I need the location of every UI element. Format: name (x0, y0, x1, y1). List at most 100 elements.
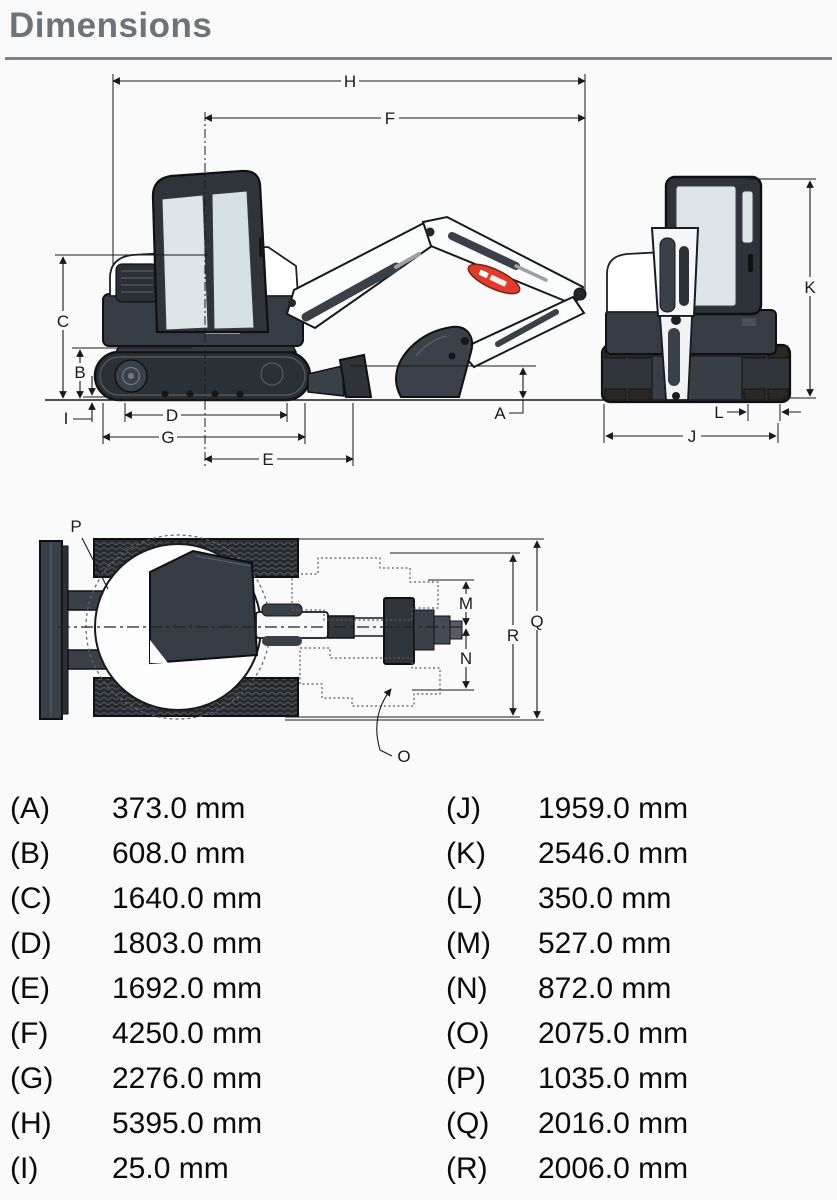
dimension-value: 2006.0 mm (538, 1151, 689, 1185)
dim-h: H (112, 71, 586, 298)
dim-label-q: Q (530, 612, 543, 631)
dim-b: B (71, 347, 192, 399)
dimension-value: 25.0 mm (112, 1151, 229, 1185)
table-row: (K) 2546.0 mm (446, 831, 831, 876)
dimension-value: 4250.0 mm (112, 1016, 263, 1050)
dimension-letter: (E) (10, 971, 50, 1005)
dim-label-o: O (397, 747, 410, 766)
dim-label-p: P (70, 517, 81, 536)
dim-n: N (457, 628, 475, 689)
dim-o: O (376, 688, 411, 766)
dimension-value: 2075.0 mm (538, 1016, 689, 1050)
table-row: (C)1640.0 mm (10, 876, 430, 921)
dim-label-j: J (688, 427, 697, 446)
dimensions-diagram: E50Z (39, 71, 819, 766)
page-title: Dimensions (9, 6, 213, 45)
dim-label-g: G (161, 428, 174, 447)
dim-label-d: D (166, 406, 178, 425)
dimension-value: 373.0 mm (112, 791, 246, 825)
dimension-value: 872.0 mm (538, 971, 672, 1005)
dim-r: R (504, 554, 522, 716)
dim-label-n: N (460, 649, 472, 668)
excavator-top-view (39, 534, 463, 720)
top-view-dimensions: M N R Q P O (70, 517, 546, 766)
dimension-letter: (D) (10, 926, 52, 960)
dimension-letter: (R) (446, 1151, 488, 1185)
dim-q: Q (528, 540, 546, 719)
bucket (395, 325, 473, 398)
table-row: (I) 25.0 mm (10, 1146, 430, 1191)
dimension-table-left-column: (A) 373.0 mm (B) 608.0 mm (C)1640.0 mm (D)… (10, 786, 430, 1191)
dim-label-a: A (494, 404, 506, 423)
dimension-letter: (F) (10, 1016, 49, 1050)
house-top-view (149, 549, 259, 665)
bobcat-logo-badge (467, 263, 521, 295)
dim-i: I (64, 376, 112, 428)
dim-m: M (457, 581, 475, 626)
table-row: (B) 608.0 mm (10, 831, 430, 876)
blade-arm-side (307, 365, 345, 397)
dimension-letter: (Q) (446, 1106, 490, 1140)
dimension-letter: (L) (446, 881, 483, 915)
table-row: (O) 2075.0 mm (446, 1011, 831, 1056)
table-row: (F) 4250.0 mm (10, 1011, 430, 1056)
table-row: (E)1692.0 mm (10, 966, 430, 1011)
dimension-letter: (P) (446, 1061, 486, 1095)
dimension-letter: (J) (446, 791, 481, 825)
dimension-value: 1803.0 mm (112, 926, 263, 960)
dimension-letter: (B) (10, 836, 50, 870)
dim-label-b: B (74, 363, 85, 382)
dim-label-m: M (459, 594, 473, 613)
side-view-dimensions: H F C B (45, 71, 612, 469)
dimension-value: 5395.0 mm (112, 1106, 263, 1140)
dim-label-f: F (385, 109, 395, 128)
dimension-letter: (N) (446, 971, 488, 1005)
dimension-letter: (C) (10, 881, 52, 915)
dim-label-i: I (64, 409, 69, 428)
dim-k: K (748, 178, 819, 399)
dimension-letter: (A) (10, 791, 50, 825)
dim-c: C (54, 254, 208, 399)
dim-d: D (124, 403, 288, 425)
dimension-value: 2276.0 mm (112, 1061, 263, 1095)
dimension-value: 608.0 mm (112, 836, 246, 870)
dimension-value: 2016.0 mm (538, 1106, 689, 1140)
attachment-outline-lower (299, 647, 441, 707)
table-row: (P)1035.0 mm (446, 1056, 831, 1101)
dim-label-r: R (507, 626, 519, 645)
dim-label-e: E (262, 450, 273, 469)
attachment-outline-upper (291, 557, 439, 621)
dim-a: A (350, 365, 536, 423)
blade-side (338, 353, 373, 398)
table-row: (L) 350.0 mm (446, 876, 831, 921)
dim-f: F (204, 108, 586, 466)
dimension-letter: (H) (10, 1106, 52, 1140)
dim-label-l: L (714, 403, 723, 422)
dim-g: G (102, 403, 306, 447)
dimension-value: 527.0 mm (538, 926, 672, 960)
dim-e: E (204, 403, 354, 469)
dim-j: J (603, 404, 779, 446)
dimension-letter: (M) (446, 926, 491, 960)
dimension-letter: (O) (446, 1016, 490, 1050)
table-row: (M) 527.0 mm (446, 921, 831, 966)
table-row: (N) 872.0 mm (446, 966, 831, 1011)
dimension-letter: (K) (446, 836, 486, 870)
table-row: (J)1959.0 mm (446, 786, 831, 831)
dimension-letter: (G) (10, 1061, 54, 1095)
dimension-letter: (I) (10, 1151, 39, 1185)
dim-label-h: H (344, 72, 356, 91)
table-row: (R) 2006.0 mm (446, 1146, 831, 1191)
table-row: (A) 373.0 mm (10, 786, 430, 831)
dim-label-k: K (804, 278, 816, 297)
title-divider (5, 57, 832, 60)
rear-view-dimensions: K L J (603, 178, 819, 446)
engine-grill (115, 263, 159, 303)
dim-l: L (714, 403, 801, 422)
dimension-value: 2546.0 mm (538, 836, 689, 870)
table-row: (G) 2276.0 mm (10, 1056, 430, 1101)
dimension-value: 350.0 mm (538, 881, 672, 915)
dim-label-c: C (57, 312, 69, 331)
excavator-side-view: E50Z (93, 169, 587, 402)
